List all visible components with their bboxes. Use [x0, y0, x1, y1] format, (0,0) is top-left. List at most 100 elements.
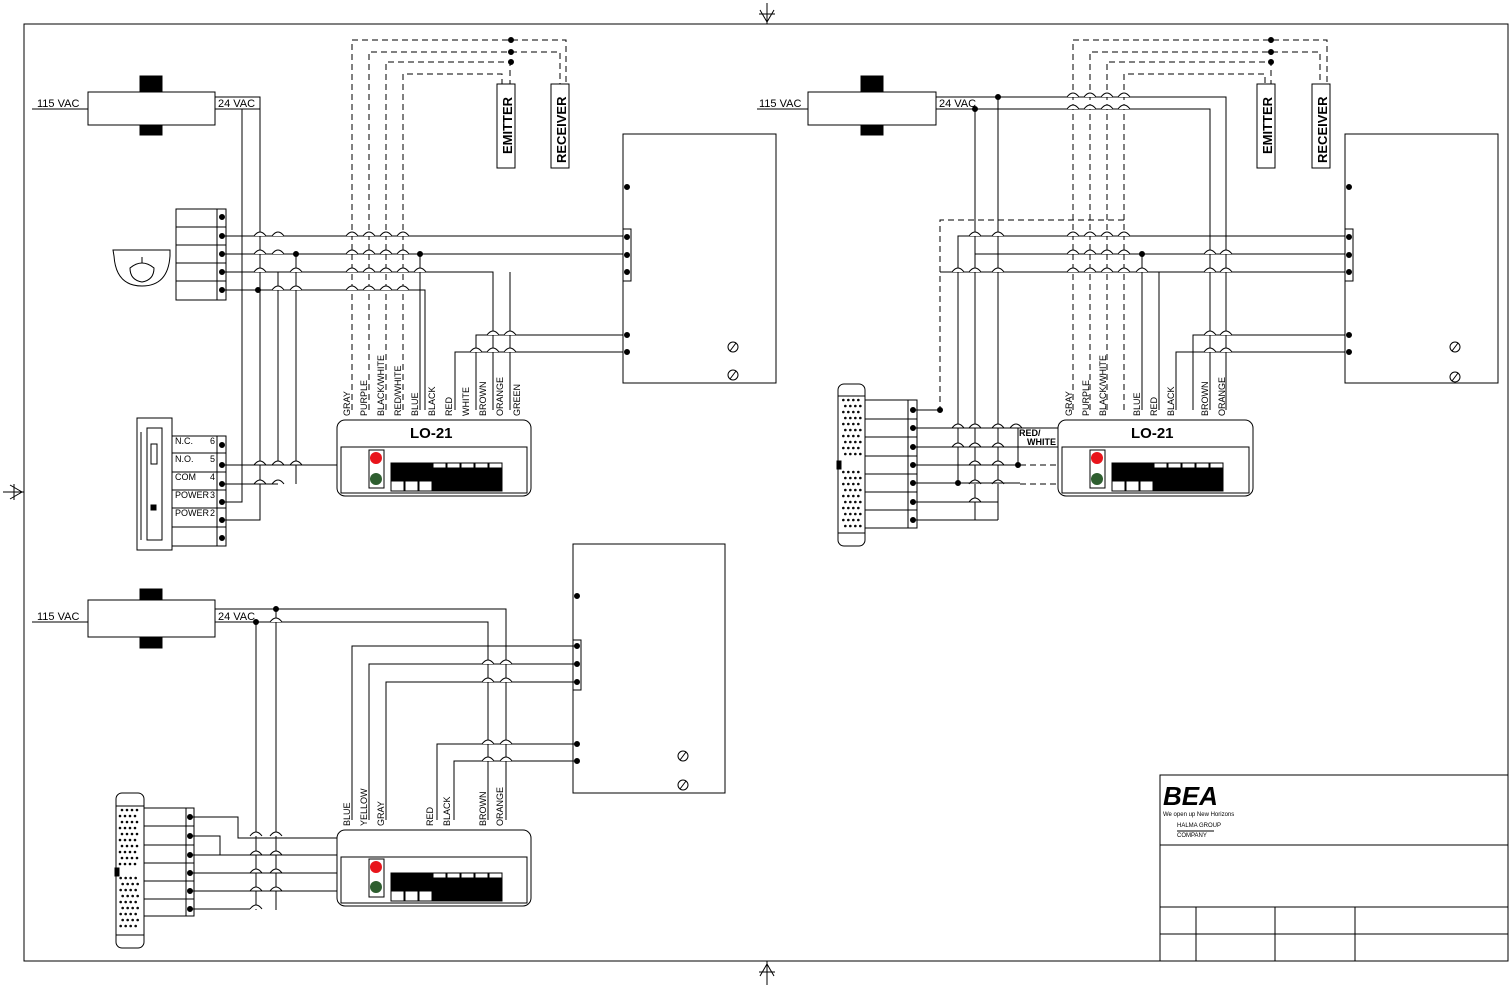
dip-switch-lever — [390, 872, 405, 892]
sensor-texture-dot — [852, 398, 855, 402]
sensor-texture-dot — [126, 906, 129, 910]
sensor-texture-dot — [124, 876, 127, 880]
sensor-texture-dot — [120, 808, 124, 812]
primary-voltage-label-bottom-left: 115 VAC — [37, 611, 79, 623]
sensor-texture-dot — [133, 850, 137, 854]
sensor-texture-dot — [128, 814, 132, 818]
sensor-texture-dot — [119, 912, 122, 916]
sensor-texture-dot — [859, 476, 862, 480]
dip-switch-lever — [1195, 467, 1210, 492]
sensor-texture-dot — [121, 894, 124, 898]
sensor-texture-dot — [849, 452, 852, 456]
sensor-texture-dot — [849, 512, 852, 516]
terminal-name-label: POWER — [175, 490, 210, 500]
sensor-texture-dot — [119, 900, 122, 904]
sensor-texture-dot — [125, 832, 129, 836]
sensor-texture-dot — [857, 398, 860, 402]
sensor-texture-dot — [123, 850, 127, 854]
sensor-texture-dot — [847, 470, 850, 474]
sensor-texture-dot — [859, 500, 862, 504]
sensor-texture-dot — [121, 918, 124, 922]
wire-label: PURPLE — [1081, 380, 1091, 416]
wire-label: BLACK — [427, 386, 437, 416]
dip-switch-lever — [418, 872, 433, 892]
sensor-texture-dot — [125, 820, 129, 824]
dip-switch-lever — [1167, 467, 1182, 492]
terminal-number-label: 4 — [210, 472, 215, 482]
sensor-texture-dot — [119, 888, 122, 892]
crossover-humps-top-left — [253, 231, 517, 485]
sensor-texture-dot — [859, 452, 862, 456]
wire-label: GRAY — [342, 391, 352, 416]
sensor-texture-dot — [844, 476, 847, 480]
presence-sensor-bottom-left — [114, 792, 195, 949]
sensor-texture-dot — [842, 506, 845, 510]
sensor-texture-dot — [844, 524, 847, 528]
secondary-voltage-label-bottom-left: 24 VAC — [218, 611, 255, 623]
terminal-name-label: N.C. — [175, 436, 193, 446]
dip-switch-lever — [432, 467, 447, 492]
crossover-humps-bottom-left — [249, 617, 513, 910]
transformer-top-right — [757, 75, 975, 136]
wire-label: BLUE — [342, 802, 352, 826]
transformer-bottom-left — [32, 588, 256, 649]
sensor-texture-dot — [859, 488, 862, 492]
motion-sensor-dome — [112, 249, 171, 287]
sensor-texture-dot — [126, 894, 129, 898]
sensor-texture-dot — [852, 470, 855, 474]
sensor-texture-dot — [842, 446, 845, 450]
receiver-label-top-right: RECEIVER — [1315, 96, 1330, 163]
sensor-texture-dot — [849, 476, 852, 480]
wire-label: RED — [425, 806, 435, 826]
sensor-texture-dot — [119, 924, 122, 928]
lo21-controller-top-left — [336, 419, 532, 497]
logo-tagline: We open up New Horizons — [1163, 812, 1234, 818]
wire-label: RED — [1149, 396, 1159, 416]
sensor-texture-dot — [852, 410, 855, 414]
dip-switch-lever — [1181, 467, 1196, 492]
sensor-texture-dot — [128, 826, 132, 830]
presence-sensor-top-right — [836, 383, 918, 547]
dip-switch-lever — [474, 467, 489, 492]
sensor-texture-dot — [134, 900, 137, 904]
secondary-voltage-label-top-right: 24 VAC — [939, 98, 976, 110]
sensor-texture-dot — [133, 826, 137, 830]
emitter-box-top-right — [1256, 83, 1276, 169]
sensor-texture-dot — [849, 488, 852, 492]
sensor-texture-dot — [852, 494, 855, 498]
sensor-texture-dot — [854, 500, 857, 504]
red-white-tag-1: RED/ — [1019, 428, 1041, 438]
sensor-texture-dot — [842, 470, 845, 474]
wire-label: YELLOW — [359, 788, 369, 826]
sensor-texture-dot — [120, 820, 124, 824]
sensor-texture-dot — [129, 924, 132, 928]
sensor-texture-dot — [123, 814, 127, 818]
wire-label: GRAY — [376, 801, 386, 826]
sensor-texture-dot — [134, 876, 137, 880]
dip-switch-lever — [460, 467, 475, 492]
secondary-voltage-label-top-left: 24 VAC — [218, 98, 255, 110]
dip-switch-lever — [488, 877, 503, 902]
sensor-texture-dot — [854, 440, 857, 444]
wire-label: BLACK/WHITE — [376, 355, 386, 416]
dip-switch-lever — [446, 877, 461, 902]
sensor-texture-dot — [859, 428, 862, 432]
sensor-texture-dot — [118, 826, 122, 830]
sensor-texture-dot — [125, 844, 129, 848]
dip-switch-lever — [404, 462, 419, 482]
sensor-texture-dot — [123, 826, 127, 830]
sensor-texture-dot — [859, 524, 862, 528]
dip-switch-lever — [418, 462, 433, 482]
sensor-texture-dot — [849, 416, 852, 420]
sensor-texture-dot — [854, 416, 857, 420]
terminal-number-label: 5 — [210, 454, 215, 464]
dip-switch-lever — [1139, 462, 1154, 482]
sensor-texture-dot — [134, 912, 137, 916]
primary-voltage-label-top-right: 115 VAC — [759, 98, 801, 110]
sensor-texture-dot — [130, 844, 134, 848]
sensor-texture-dot — [123, 838, 127, 842]
sensor-texture-dot — [847, 482, 850, 486]
sensor-texture-dot — [125, 808, 129, 812]
wire-label: GREEN — [512, 384, 522, 416]
